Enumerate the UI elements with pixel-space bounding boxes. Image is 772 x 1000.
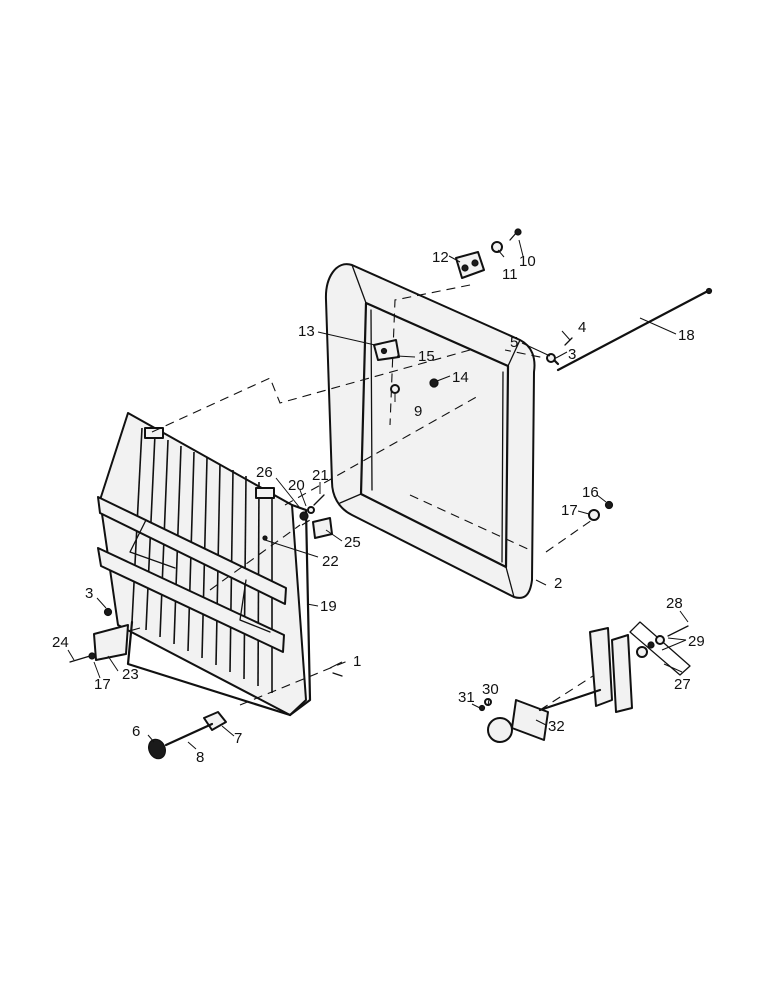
callout-labels: 12 11 10 13 15 14 9 4 5 3 18 16 17 2 26 …: [52, 249, 705, 766]
support-rod: [546, 287, 713, 372]
callout-16: 16: [582, 484, 599, 501]
callout-7: 7: [234, 730, 242, 747]
callout-5: 5: [510, 334, 518, 351]
callout-19: 19: [320, 598, 337, 615]
callout-21: 21: [312, 467, 329, 484]
callout-28: 28: [666, 595, 683, 612]
callout-29: 29: [688, 633, 705, 650]
callout-leaders: [67, 239, 689, 750]
callout-12: 12: [432, 249, 449, 266]
callout-1: 1: [353, 653, 361, 670]
callout-15: 15: [418, 348, 435, 365]
callout-3-bracket: 3: [85, 585, 93, 602]
hinge-bracket-middle: [373, 339, 439, 394]
callout-22: 22: [322, 553, 339, 570]
grille-latch-hardware: [262, 494, 333, 541]
callout-24: 24: [52, 634, 69, 651]
callout-3-rod: 3: [568, 346, 576, 363]
callout-11: 11: [502, 266, 518, 283]
callout-32: 32: [548, 718, 565, 735]
callout-30: 30: [482, 681, 499, 698]
callout-13: 13: [298, 323, 315, 340]
callout-17-bracket: 17: [94, 676, 111, 693]
callout-18: 18: [678, 327, 695, 344]
callout-6: 6: [132, 723, 140, 740]
callout-10: 10: [519, 253, 536, 270]
callout-14: 14: [452, 369, 469, 386]
callout-20: 20: [288, 477, 305, 494]
callout-25: 25: [344, 534, 361, 551]
control-valve-assembly: [478, 621, 691, 743]
callout-31: 31: [458, 689, 475, 706]
callout-2: 2: [554, 575, 562, 592]
grille-mount-bracket: [69, 607, 129, 663]
callout-26: 26: [256, 464, 273, 481]
callout-4: 4: [578, 319, 586, 336]
hinge-bracket-top: [455, 228, 522, 279]
callout-17-frame: 17: [561, 502, 578, 519]
latch-knob-assembly: [148, 672, 343, 760]
callout-27: 27: [674, 676, 691, 693]
callout-9: 9: [414, 403, 422, 420]
callout-23: 23: [122, 666, 139, 683]
frame-fasteners: [588, 500, 614, 521]
callout-8: 8: [196, 749, 204, 766]
